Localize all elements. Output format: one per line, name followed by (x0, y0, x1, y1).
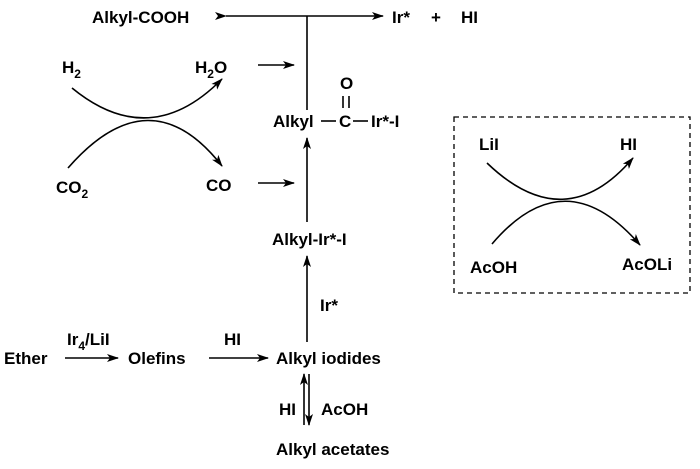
alkyl-cooh-label: Alkyl-COOH (92, 8, 189, 27)
ir-star-product-label: Ir* (392, 8, 410, 27)
co2-label: CO2 (56, 178, 89, 201)
lii-label: LiI (479, 135, 499, 154)
acyl-alkyl-label: Alkyl (273, 112, 314, 131)
plus-sign: + (431, 8, 441, 27)
acyl-iridium-label: Ir*-I (371, 112, 399, 131)
alkyl-acetates-label: Alkyl acetates (276, 440, 389, 459)
acyl-carbon-label: C (339, 112, 351, 131)
h2-label: H2 (62, 58, 81, 81)
dashed-inset-box (453, 116, 691, 294)
hi-equilibrium-label: HI (279, 400, 296, 419)
acoli-label: AcOLi (622, 255, 672, 274)
ir4-lii-label: Ir4/LiI (67, 330, 110, 353)
acoh-equilibrium-label: AcOH (321, 400, 368, 419)
ir-star-catalyst-label: Ir* (320, 296, 338, 315)
lii-to-hi-arc (486, 157, 634, 201)
acoh-to-acoli-arc (491, 200, 641, 246)
alkyl-iodides-label: Alkyl iodides (276, 349, 381, 368)
hi-reagent-label: HI (224, 330, 241, 349)
hi-product-label: HI (461, 8, 478, 27)
alkyl-ir-i-label: Alkyl-Ir*-I (272, 230, 347, 249)
h2o-label: H2O (195, 58, 227, 81)
ether-label: Ether (4, 349, 48, 368)
acoh-box-label: AcOH (470, 258, 517, 277)
acyl-oxygen-label: O (340, 74, 353, 93)
co-label: CO (206, 176, 232, 195)
co2-to-co-arc (67, 119, 223, 169)
olefins-label: Olefins (128, 349, 186, 368)
hi-box-label: HI (620, 135, 637, 154)
h2-to-h2o-arc (71, 78, 223, 119)
